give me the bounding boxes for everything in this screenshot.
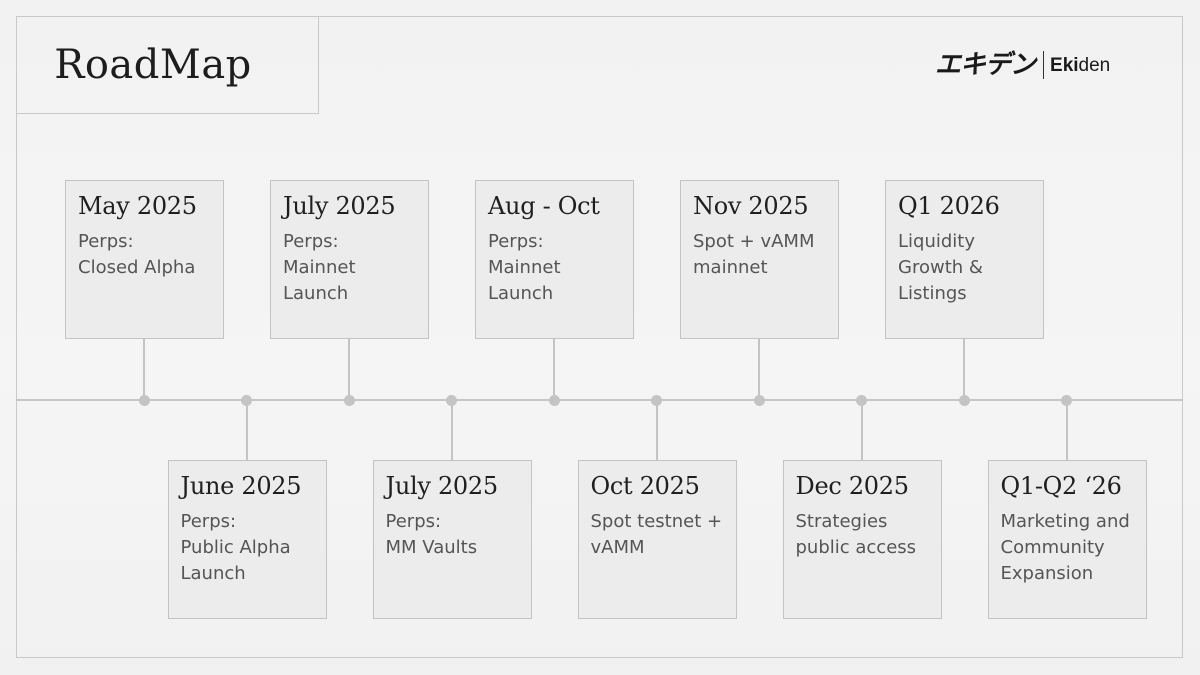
logo-divider xyxy=(1043,51,1045,79)
timeline-dot xyxy=(343,394,355,406)
milestone-date: Q1-Q2 ‘26 xyxy=(1000,472,1122,500)
milestone-date: Q1 2026 xyxy=(898,192,1000,220)
slide-frame xyxy=(16,16,1183,658)
milestone-date: July 2025 xyxy=(283,192,396,220)
timeline-connector xyxy=(1065,400,1068,460)
timeline-dot xyxy=(138,394,150,406)
ekiden-logo: エキデン Ekiden xyxy=(935,48,1110,82)
timeline-dot xyxy=(958,394,970,406)
timeline-connector xyxy=(963,339,965,400)
milestone-description: Perps: Mainnet Launch xyxy=(283,231,356,304)
milestone-date: May 2025 xyxy=(78,192,197,220)
timeline-connector xyxy=(655,400,658,460)
milestone-description: Liquidity Growth & Listings xyxy=(898,231,983,304)
milestone-date: June 2025 xyxy=(180,472,302,500)
milestone-description: Perps: Closed Alpha xyxy=(78,231,196,278)
title-box: RoadMap xyxy=(16,16,319,114)
logo-en-light: den xyxy=(1078,54,1111,76)
milestone-description: Perps: Mainnet Launch xyxy=(488,231,561,304)
milestone-date: Nov 2025 xyxy=(693,192,809,220)
milestone-date: July 2025 xyxy=(385,472,499,500)
timeline-axis xyxy=(16,399,1183,401)
timeline-connector xyxy=(758,339,760,400)
milestone-description: Strategies public access xyxy=(795,511,917,558)
milestone-date: Aug - Oct xyxy=(488,192,600,220)
timeline-connector xyxy=(245,400,248,460)
milestone-description: Perps: MM Vaults xyxy=(385,511,478,558)
milestone-description: Spot testnet + vAMM xyxy=(590,511,723,558)
timeline-connector xyxy=(450,400,453,460)
page-title: RoadMap xyxy=(54,41,252,88)
milestone-date: Dec 2025 xyxy=(795,472,910,500)
milestone-description: Spot + vAMM mainnet xyxy=(693,231,815,278)
logo-english-text: Ekiden xyxy=(1050,56,1110,75)
timeline-connector xyxy=(553,339,555,400)
timeline-connector xyxy=(143,339,145,400)
logo-japanese-text: エキデン xyxy=(935,50,1036,80)
logo-en-bold: Eki xyxy=(1050,54,1079,76)
timeline-dot xyxy=(548,394,560,406)
milestone-date: Oct 2025 xyxy=(590,472,700,500)
timeline-connector xyxy=(348,339,350,400)
timeline-dot xyxy=(753,394,765,406)
milestone-description: Marketing and Community Expansion xyxy=(1000,511,1130,584)
milestone-description: Perps: Public Alpha Launch xyxy=(180,511,291,584)
timeline-connector xyxy=(860,400,863,460)
